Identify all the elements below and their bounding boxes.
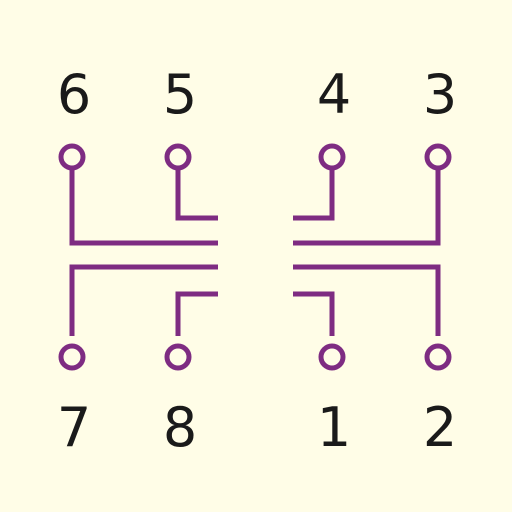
trace-pin-4 [293,168,335,221]
pin-label-8: 8 [163,396,197,459]
trace-pin-8 [175,291,218,336]
trace-pin-2 [293,264,441,336]
pin-label-1: 1 [317,396,351,459]
pin-label-4: 4 [317,63,351,126]
trace-pin-5 [175,168,218,221]
trace-pin-1 [293,291,335,336]
pin-circle-6 [58,143,86,171]
trace-pin-3 [293,168,441,246]
pin-circle-2 [424,343,452,371]
pin-circle-8 [164,343,192,371]
trace-pin-6 [69,168,218,246]
trace-pin-7 [69,264,218,336]
pin-label-7: 7 [57,396,91,459]
pin-circle-5 [164,143,192,171]
pin-circle-7 [58,343,86,371]
pin-circle-4 [318,143,346,171]
pin-label-3: 3 [423,63,457,126]
pin-label-6: 6 [57,63,91,126]
pin-label-2: 2 [423,396,457,459]
pin-label-5: 5 [163,63,197,126]
pin-circle-3 [424,143,452,171]
pin-circle-1 [318,343,346,371]
